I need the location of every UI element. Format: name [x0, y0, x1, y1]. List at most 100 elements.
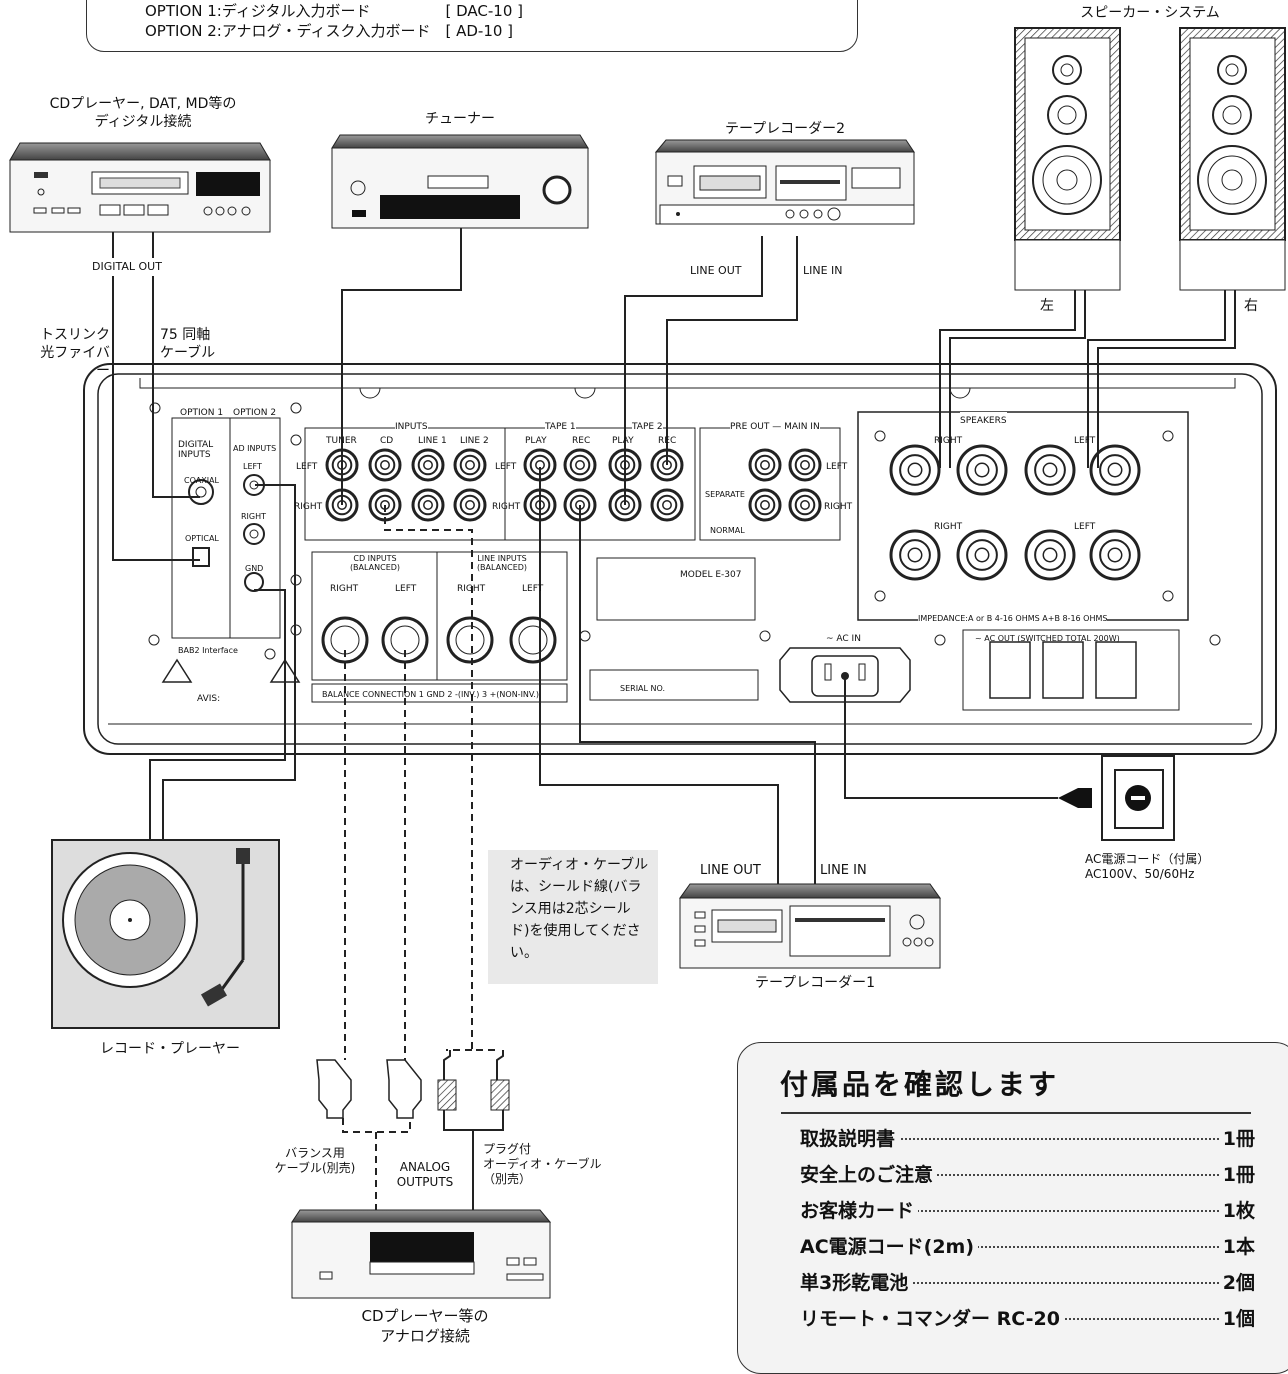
panel-serial: SERIAL NO. — [620, 680, 665, 698]
spk-a-left: LEFT — [1074, 432, 1095, 450]
cable-note-text: オーディオ・ケーブルは、シールド線(バランス用は2芯シールド)を使用してください… — [510, 854, 650, 964]
panel-line1: LINE 1 — [418, 432, 447, 450]
panel-tape1-play: PLAY — [525, 432, 547, 450]
speaker-terminal — [891, 446, 939, 494]
rca-jack — [750, 490, 780, 520]
panel-ad-inputs: AD INPUTS — [233, 440, 276, 458]
rca-jack — [370, 450, 400, 480]
accessories-title: 付属品を確認します — [780, 1063, 1059, 1103]
panel-xlr-right-1: RIGHT — [330, 580, 358, 598]
panel-optical: OPTICAL — [185, 530, 219, 548]
panel-ad-left: LEFT — [243, 458, 262, 476]
accessory-qty: 1冊 — [1219, 1124, 1255, 1151]
panel-impedance: IMPEDANCE:A or B 4-16 OHMS A+B 8-16 OHMS — [918, 610, 1107, 628]
tape-recorder-2 — [656, 140, 914, 224]
accessory-name: 単3形乾電池 — [800, 1268, 912, 1295]
tuner — [332, 135, 588, 228]
panel-model: MODEL E-307 — [680, 566, 741, 584]
rca-jack — [790, 450, 820, 480]
accessory-qty: 1枚 — [1219, 1196, 1255, 1223]
panel-avis: AVIS: — [197, 690, 220, 708]
panel-line-inputs: LINE INPUTS (BALANCED) — [442, 554, 562, 572]
panel-option2: OPTION 2 — [233, 404, 276, 422]
record-player — [52, 840, 279, 1028]
spk-a-right: RIGHT — [934, 432, 962, 450]
panel-tape1-rec: REC — [572, 432, 590, 450]
speaker-terminal — [1026, 531, 1074, 579]
panel-normal: NORMAL — [710, 522, 745, 540]
accessory-name: AC電源コード(2m) — [800, 1232, 978, 1259]
panel-cd-inputs: CD INPUTS (BALANCED) — [315, 554, 435, 572]
speaker-right-label: 右 — [1244, 297, 1258, 315]
panel-digital-inputs: DIGITAL INPUTS — [178, 440, 213, 460]
speaker-terminal — [958, 446, 1006, 494]
panel-left-3: LEFT — [826, 458, 847, 476]
panel-option1: OPTION 1 — [180, 404, 223, 422]
accessory-qty: 1冊 — [1219, 1160, 1255, 1187]
panel-right-2: RIGHT — [492, 498, 520, 516]
accessory-item: 安全上のご注意 1冊 — [800, 1160, 1255, 1186]
balanced-cable-label: バランス用 ケーブル(別売) — [255, 1146, 375, 1176]
cable-note: オーディオ・ケーブルは、シールド線(バランス用は2芯シールド)を使用してください… — [488, 850, 658, 984]
cd-digital-label: CDプレーヤー, DAT, MD等の ディジタル接続 — [18, 95, 268, 131]
record-player-label: レコード・プレーヤー — [60, 1040, 280, 1058]
rca-jack — [455, 490, 485, 520]
analog-outputs-label: ANALOG OUTPUTS — [385, 1160, 465, 1190]
accessory-item: 単3形乾電池 2個 — [800, 1268, 1255, 1294]
panel-xlr-right-2: RIGHT — [457, 580, 485, 598]
plug-cable-label: プラグ付 オーディオ・ケーブル （別売） — [483, 1142, 601, 1187]
option-1-text: OPTION 1:ディジタル入力ボード [ DAC-10 ] — [145, 0, 523, 21]
panel-right-1: RIGHT — [294, 498, 322, 516]
option-2-text: OPTION 2:アナログ・ディスク入力ボード [ AD-10 ] — [145, 20, 513, 41]
spk-b-right: RIGHT — [934, 518, 962, 536]
accessory-qty: 1個 — [1219, 1304, 1255, 1331]
accessory-qty: 2個 — [1219, 1268, 1255, 1295]
panel-ac-in: ~ AC IN — [826, 630, 861, 648]
panel-separate: SEPARATE — [705, 486, 745, 504]
spk-b-left: LEFT — [1074, 518, 1095, 536]
tape1-label: テープレコーダー1 — [720, 974, 910, 992]
cd-player-digital — [10, 143, 270, 232]
panel-board-interface: BAB2 Interface — [178, 642, 238, 660]
coax-label: 75 同軸 ケーブル — [160, 326, 215, 362]
connector-plugs — [317, 1050, 509, 1118]
speaker-terminal — [958, 531, 1006, 579]
rca-jack — [565, 450, 595, 480]
rca-jack — [413, 450, 443, 480]
panel-line2: LINE 2 — [460, 432, 489, 450]
accessory-item: お客様カード 1枚 — [800, 1196, 1255, 1222]
accessory-name: 取扱説明書 — [800, 1124, 899, 1151]
ac-cord-label: AC電源コード（付属） AC100V、50/60Hz — [1085, 852, 1209, 882]
cd-analog-label: CDプレーヤー等の アナログ接続 — [320, 1306, 530, 1346]
panel-left-1: LEFT — [296, 458, 317, 476]
panel-right-3: RIGHT — [824, 498, 852, 516]
wall-outlet — [1058, 756, 1174, 840]
panel-ac-out: ~ AC OUT (SWITCHED TOTAL 200W) — [975, 630, 1120, 648]
speaker-left-label: 左 — [1040, 297, 1054, 315]
panel-ad-right: RIGHT — [241, 508, 266, 526]
accessories-rule — [781, 1112, 1251, 1114]
rca-jack — [750, 450, 780, 480]
panel-tuner: TUNER — [326, 432, 357, 450]
rca-jack — [652, 490, 682, 520]
rca-jack — [413, 490, 443, 520]
tape2-label: テープレコーダー2 — [695, 120, 875, 138]
speaker-right — [1180, 28, 1285, 290]
panel-left-2: LEFT — [495, 458, 516, 476]
speaker-terminal — [891, 531, 939, 579]
panel-cd: CD — [380, 432, 393, 450]
tape2-line-in-label: LINE IN — [803, 262, 843, 280]
accessory-qty: 1本 — [1219, 1232, 1255, 1259]
accessory-name: 安全上のご注意 — [800, 1160, 937, 1187]
tape2-line-out-label: LINE OUT — [690, 262, 741, 280]
tape-recorder-1 — [680, 884, 940, 968]
speaker-left — [1015, 28, 1120, 290]
panel-balance-connection: BALANCE CONNECTION 1 GND 2 -(INV.) 3 +(N… — [322, 686, 539, 704]
rca-jack — [790, 490, 820, 520]
tuner-label: チューナー — [380, 110, 540, 128]
panel-coaxial: COAXIAL — [184, 472, 219, 490]
accessory-name: お客様カード — [800, 1196, 918, 1223]
tape1-line-out-label: LINE OUT — [700, 862, 761, 880]
accessory-item: 取扱説明書 1冊 — [800, 1124, 1255, 1150]
